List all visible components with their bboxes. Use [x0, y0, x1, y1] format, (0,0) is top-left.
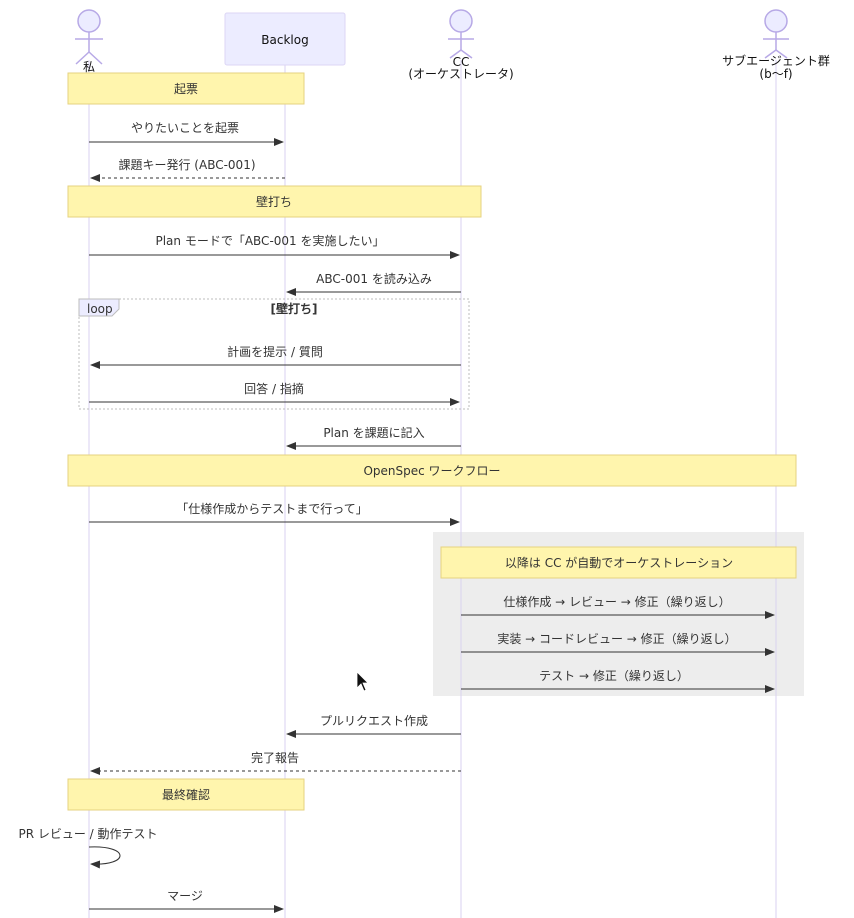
message-15: マージ	[89, 889, 284, 913]
message-1-label: やりたいことを起票	[131, 121, 239, 135]
message-3-label: Plan モードで「ABC-001 を実施したい」	[155, 233, 384, 248]
message-7: Plan を課題に記入	[286, 425, 461, 450]
message-4: ABC-001 を読み込み	[286, 271, 461, 296]
message-5: 計画を提示 / 質問	[90, 344, 461, 369]
note-kabeuchi: 壁打ち	[67, 185, 482, 218]
loop-condition: [壁打ち]	[271, 301, 318, 316]
actor-cc-label: CC	[453, 55, 470, 69]
message-12: プルリクエスト作成	[286, 714, 461, 738]
message-14: PR レビュー / 動作テスト	[18, 827, 158, 869]
actor-sub-sublabel: (b〜f)	[759, 67, 792, 81]
message-4-label: ABC-001 を読み込み	[316, 271, 432, 286]
message-10-label: 実装 → コードレビュー → 修正（繰り返し）	[497, 631, 736, 646]
loop-keyword: loop	[87, 302, 113, 316]
note-auto: 以降は CC が自動でオーケストレーション	[440, 546, 797, 579]
person-icon	[448, 9, 474, 59]
message-11-label: テスト → 修正（繰り返し）	[539, 668, 689, 683]
note-openspec: OpenSpec ワークフロー	[67, 454, 797, 487]
actor-sub-label: サブエージェント群	[722, 53, 830, 68]
message-11: テスト → 修正（繰り返し）	[461, 668, 775, 693]
message-12-label: プルリクエスト作成	[320, 714, 428, 728]
message-10: 実装 → コードレビュー → 修正（繰り返し）	[461, 631, 775, 656]
actor-me: 私	[75, 9, 103, 74]
person-icon	[75, 9, 103, 65]
message-5-label: 計画を提示 / 質問	[227, 344, 323, 359]
message-13: 完了報告	[90, 750, 461, 775]
message-6: 回答 / 指摘	[89, 381, 460, 406]
loop-block: loop [壁打ち]	[78, 298, 470, 410]
message-9-label: 仕様作成 → レビュー → 修正（繰り返し）	[503, 594, 730, 609]
note-auto-label: 以降は CC が自動でオーケストレーション	[505, 555, 733, 570]
message-6-label: 回答 / 指摘	[244, 381, 304, 396]
message-8: 「仕様作成からテストまで行って」	[89, 502, 460, 526]
note-kihyo: 起票	[67, 72, 305, 105]
participant-backlog-label: Backlog	[261, 33, 308, 47]
actor-cc-sublabel: (オーケストレータ)	[408, 67, 513, 81]
mouse-cursor-icon	[356, 671, 369, 692]
note-final: 最終確認	[67, 778, 305, 811]
message-1: やりたいことを起票	[89, 121, 284, 146]
message-2: 課題キー発行 (ABC-001)	[90, 157, 285, 182]
person-icon	[763, 9, 789, 59]
message-2-label: 課題キー発行 (ABC-001)	[118, 157, 255, 172]
message-13-label: 完了報告	[251, 750, 299, 765]
actor-sub: サブエージェント群 (b〜f)	[722, 9, 830, 81]
note-final-label: 最終確認	[162, 787, 210, 802]
actor-cc: CC (オーケストレータ)	[408, 9, 514, 81]
message-3: Plan モードで「ABC-001 を実施したい」	[89, 233, 460, 259]
message-8-label: 「仕様作成からテストまで行って」	[176, 502, 367, 516]
message-9: 仕様作成 → レビュー → 修正（繰り返し）	[461, 594, 775, 619]
actor-me-label: 私	[83, 60, 95, 74]
note-kihyo-label: 起票	[174, 82, 198, 96]
message-7-label: Plan を課題に記入	[323, 425, 424, 440]
message-15-label: マージ	[167, 889, 203, 903]
participant-backlog: Backlog	[224, 12, 346, 66]
note-openspec-label: OpenSpec ワークフロー	[363, 464, 500, 478]
message-14-label: PR レビュー / 動作テスト	[18, 827, 157, 841]
note-kabeuchi-label: 壁打ち	[256, 194, 292, 209]
